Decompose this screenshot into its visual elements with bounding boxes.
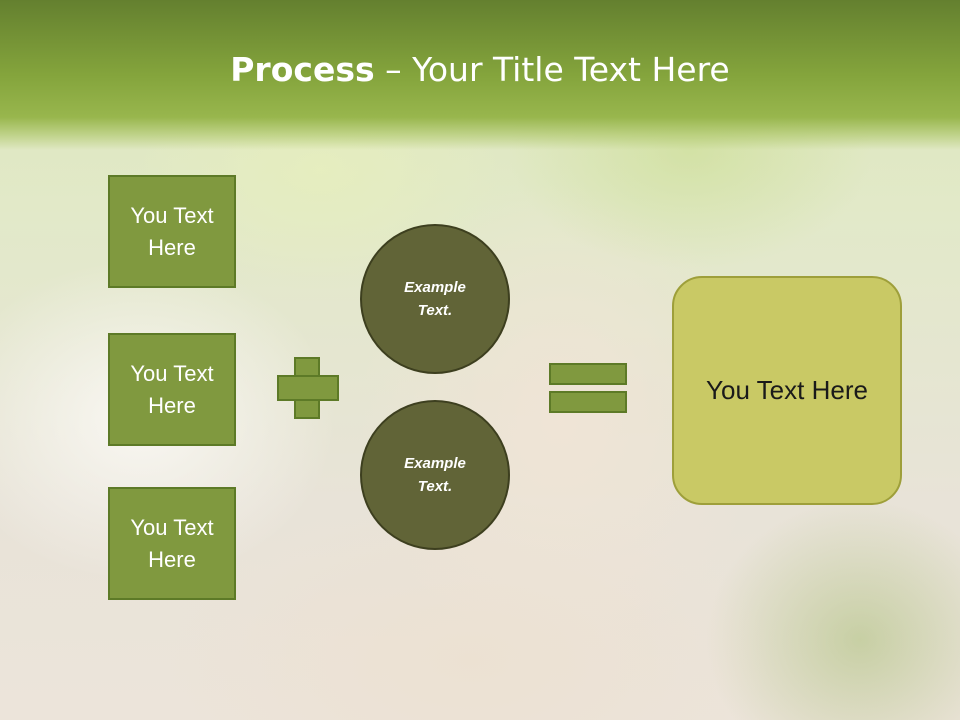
input-box-1[interactable]: You Text Here [108,175,236,288]
slide-title-bold: Process [230,50,375,89]
input-box-text: You Text Here [130,202,214,260]
slide-title-rest: – Your Title Text Here [374,50,730,89]
result-box[interactable]: You Text Here [672,276,902,505]
equals-icon-bottom-bar [549,391,627,413]
example-circle-2[interactable]: Example Text. [360,400,510,550]
slide-title[interactable]: Process – Your Title Text Here [0,50,960,89]
input-box-2[interactable]: You Text Here [108,333,236,446]
result-text: You Text Here [706,375,868,405]
plus-icon-center [296,377,318,399]
input-box-text: You Text Here [130,514,214,572]
input-box-text: You Text Here [130,360,214,418]
input-box-3[interactable]: You Text Here [108,487,236,600]
circle-text: Example Text. [404,455,466,495]
circle-text: Example Text. [404,279,466,319]
equals-icon-top-bar [549,363,627,385]
example-circle-1[interactable]: Example Text. [360,224,510,374]
title-banner [0,0,960,150]
